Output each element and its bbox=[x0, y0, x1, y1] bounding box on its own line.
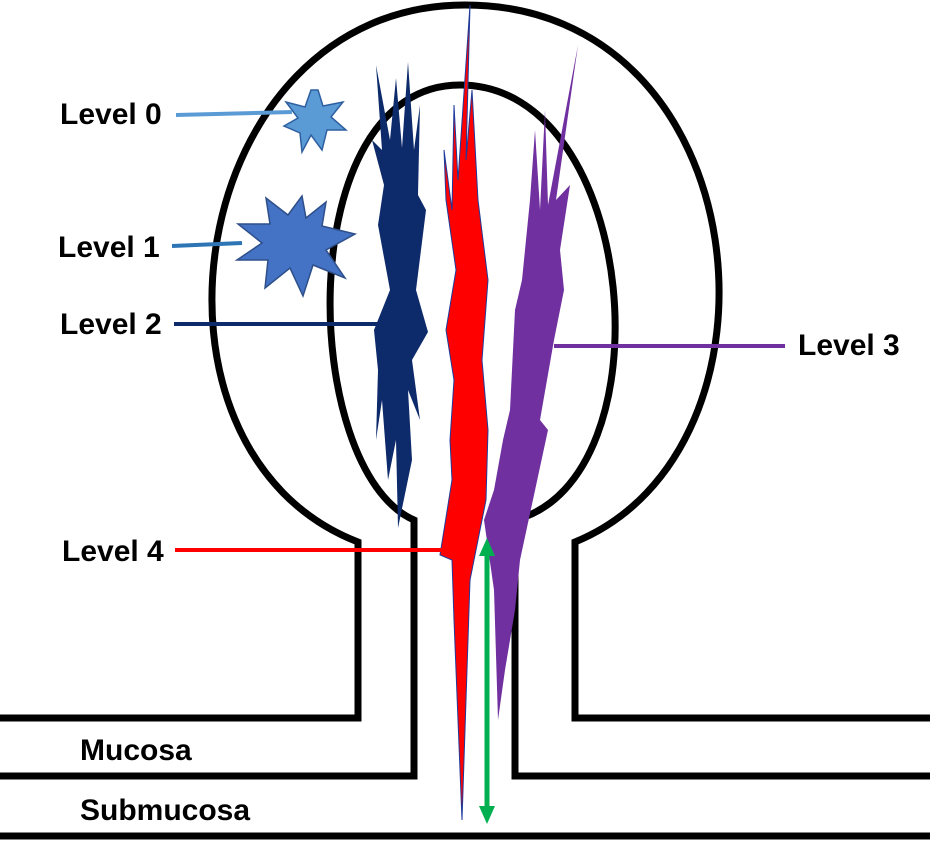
muscularis-mucosae-line bbox=[0, 81, 930, 780]
level1-label: Level 1 bbox=[58, 231, 160, 264]
level3-spiky-shape bbox=[484, 45, 578, 720]
submucosa-label: Submucosa bbox=[80, 794, 251, 827]
level2-spiky-shape bbox=[372, 62, 428, 528]
depth-arrow bbox=[479, 538, 495, 824]
mucosa-label: Mucosa bbox=[80, 734, 192, 767]
level0-star bbox=[282, 89, 349, 155]
level0-label: Level 0 bbox=[60, 98, 162, 131]
level4-spiky-shape bbox=[439, 4, 489, 821]
level1-star bbox=[234, 194, 358, 299]
polyp-outline bbox=[0, 1, 930, 722]
level3-label: Level 3 bbox=[798, 329, 900, 362]
level0-leader-line bbox=[175, 110, 293, 117]
level2-label: Level 2 bbox=[60, 308, 162, 341]
level4-label: Level 4 bbox=[62, 535, 164, 568]
level1-leader-line bbox=[171, 241, 243, 248]
